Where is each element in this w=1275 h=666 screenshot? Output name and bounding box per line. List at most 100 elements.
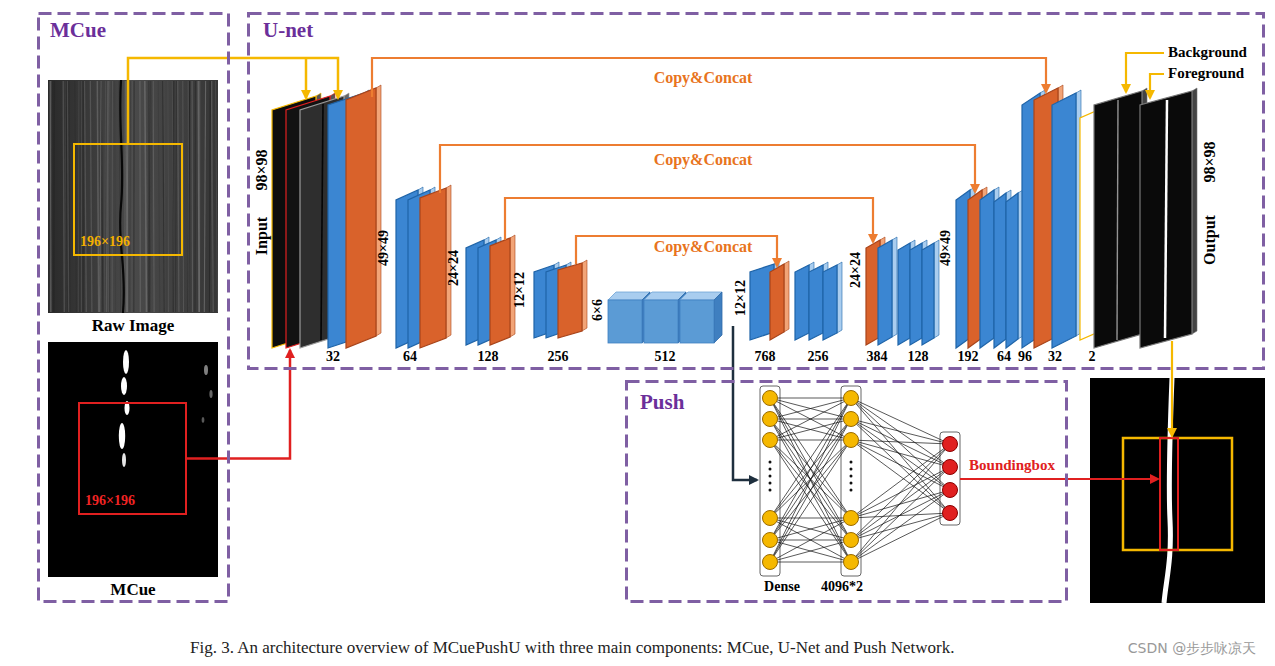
- texture-streak: [198, 81, 200, 312]
- layer-side: [837, 262, 842, 333]
- layer-slab: [795, 265, 809, 340]
- texture-streak: [65, 81, 66, 312]
- neuron: [844, 555, 859, 570]
- layer-slab: [558, 263, 582, 338]
- dense-connection: [770, 518, 851, 562]
- texture-streak: [173, 81, 175, 312]
- neuron: [763, 511, 778, 526]
- dense-connection: [851, 513, 950, 540]
- layer-label: 98×98: [1201, 141, 1219, 182]
- texture-streak: [175, 81, 176, 312]
- layer-label: Output: [1201, 215, 1219, 265]
- size-label: 196×196: [85, 493, 135, 509]
- ellipsis-dot: [769, 468, 772, 471]
- skip-connection-label: Copy&Concat: [654, 151, 753, 169]
- texture-streak: [67, 81, 68, 312]
- crack-blob: [202, 417, 205, 423]
- ellipsis-dot: [769, 461, 772, 464]
- image-frame: MCue196×196: [48, 342, 218, 577]
- dense-connection: [851, 398, 950, 467]
- texture-streak: [104, 81, 105, 312]
- texture-streak: [153, 81, 154, 312]
- ellipsis-dot: [769, 482, 772, 485]
- neuron: [844, 412, 859, 427]
- dense-connection: [770, 562, 851, 563]
- bbox-arrow: [960, 478, 1158, 480]
- texture-streak: [195, 81, 196, 312]
- channel-count: 32: [326, 349, 340, 365]
- layer-slab: [420, 188, 446, 348]
- dense-connection: [851, 444, 950, 562]
- resolution-label: 6×6: [590, 299, 606, 321]
- texture-streak: [90, 81, 92, 312]
- module-panel: U-net98×98Input98×98Output: [247, 12, 1265, 370]
- layer-slab: [809, 265, 823, 340]
- ellipsis-dot: [769, 475, 772, 478]
- texture-streak: [148, 81, 150, 312]
- texture-streak: [139, 81, 141, 312]
- texture-streak: [50, 81, 51, 312]
- layer-side: [376, 85, 381, 336]
- dense-connection: [851, 467, 950, 562]
- layer-slab: [770, 264, 784, 340]
- neuron: [763, 433, 778, 448]
- channel-count: 768: [755, 349, 776, 365]
- layer-side: [1192, 88, 1197, 334]
- dense-connection: [851, 490, 950, 518]
- class-label: Foreground: [1168, 65, 1244, 82]
- panel-heading: U-net: [263, 18, 313, 42]
- dense-connection: [770, 419, 851, 562]
- texture-streak: [133, 81, 134, 312]
- layer-slab: [823, 265, 837, 340]
- dense-connection: [851, 419, 950, 467]
- output-neuron: [943, 506, 958, 521]
- layer-side: [714, 292, 722, 343]
- dense-connection: [851, 419, 950, 444]
- image-frame: Raw Image196×196: [48, 80, 218, 313]
- dense-connection: [851, 513, 950, 562]
- ellipsis-dot: [850, 468, 853, 471]
- connector: [128, 58, 338, 143]
- layer-slab: [1052, 93, 1076, 348]
- crack-blob: [122, 453, 126, 467]
- output-neuron: [943, 460, 958, 475]
- background-map-line: [1117, 100, 1118, 340]
- texture-streak: [188, 81, 190, 312]
- class-leader: [1150, 74, 1164, 98]
- ellipsis-dot: [769, 489, 772, 492]
- texture-streak: [78, 81, 80, 312]
- neuron: [844, 391, 859, 406]
- texture-streak: [153, 81, 154, 312]
- crack-line: [321, 104, 323, 340]
- bounding-box: [1160, 438, 1178, 550]
- channel-count: 256: [548, 349, 569, 365]
- texture-streak: [172, 81, 174, 312]
- layer-slab: [994, 193, 1006, 348]
- channel-count: 32: [1048, 349, 1062, 365]
- layer-side: [892, 237, 897, 337]
- layer-slab: [878, 240, 892, 345]
- dense-connection: [770, 398, 851, 562]
- resolution-label: 12×12: [733, 280, 749, 316]
- dashed-border: [249, 14, 1264, 369]
- dense-connection: [851, 440, 950, 490]
- foreground-map-line: [1165, 100, 1167, 338]
- connector: [187, 350, 290, 459]
- resolution-label: 49×49: [938, 230, 954, 266]
- texture-streak: [75, 81, 77, 312]
- texture-streak: [100, 81, 101, 312]
- channel-count: 2: [1089, 349, 1096, 365]
- dense-connection: [851, 490, 950, 540]
- skip-connection-label: Copy&Concat: [654, 238, 753, 256]
- resolution-label: 12×12: [512, 272, 528, 308]
- raw-image: [48, 80, 218, 313]
- texture-streak: [198, 81, 199, 312]
- output-arrow: [1171, 341, 1173, 436]
- crop-box: 196×196: [78, 402, 187, 515]
- class-label: Background: [1168, 44, 1247, 61]
- neuron: [763, 412, 778, 427]
- dense-connection: [770, 398, 851, 562]
- ellipsis-dot: [850, 461, 853, 464]
